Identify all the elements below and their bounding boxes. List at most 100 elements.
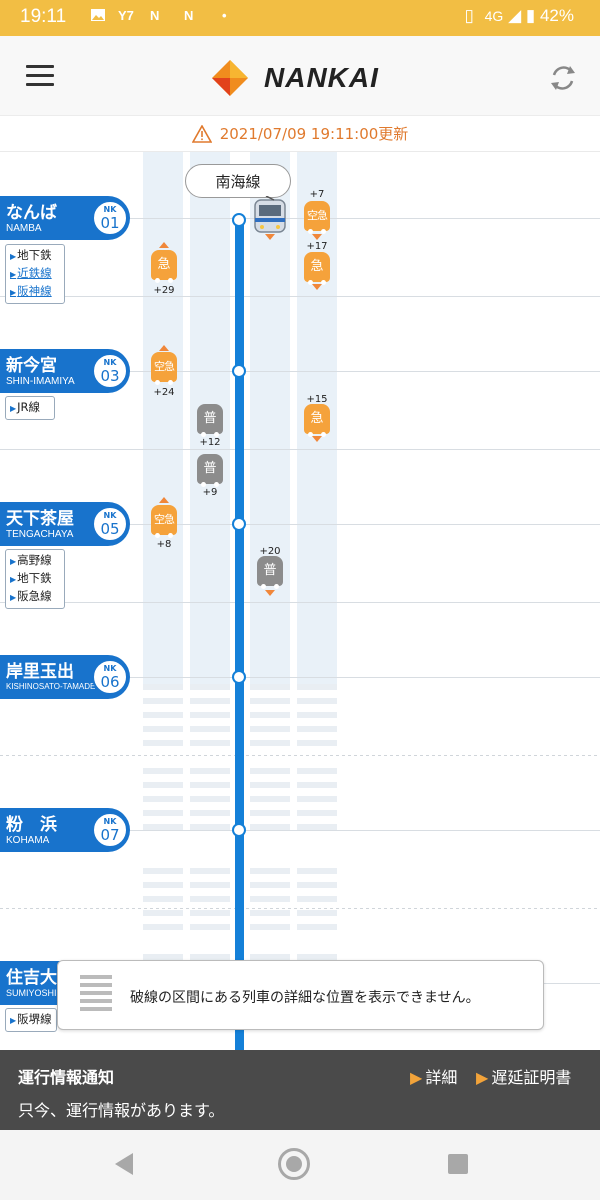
direction-arrow-icon — [159, 345, 169, 351]
refresh-icon[interactable] — [545, 60, 581, 96]
delay-minutes: +9 — [202, 487, 218, 498]
delay-minutes: +15 — [306, 394, 328, 405]
station-name-jp: なんば — [6, 203, 57, 223]
station-node — [232, 823, 246, 837]
delay-minutes: +17 — [306, 241, 328, 252]
transfer-line: JR線 — [10, 399, 50, 417]
transfer-lines: 高野線 地下鉄 阪急線 — [5, 549, 65, 609]
delay-certificate-label: 遅延証明書 — [491, 1068, 572, 1087]
section-line — [0, 755, 600, 756]
menu-icon[interactable] — [26, 65, 54, 87]
delay-minutes: +29 — [153, 285, 175, 296]
transfer-line: 地下鉄 — [10, 570, 60, 588]
transfer-line-link[interactable]: 阪神線 — [10, 283, 60, 301]
play-arrow-icon: ▶ — [410, 1068, 423, 1087]
station-name-jp: 天下茶屋 — [6, 509, 74, 529]
transfer-lines: JR線 — [5, 396, 55, 420]
delay-certificate-link[interactable]: ▶遅延証明書 — [476, 1064, 571, 1088]
station-name-en: KISHINOSATO-TAMADE — [6, 682, 96, 691]
status-bar: 19:11 Y7 N N • ▯ 4G ◢ ▮ 42% — [0, 0, 600, 36]
station-line — [0, 218, 600, 219]
station-node — [232, 364, 246, 378]
transfer-line-link[interactable]: 近鉄線 — [10, 265, 60, 283]
nankai-logo: NANKAI — [210, 58, 390, 98]
toast-message: 破線の区間にある列車の詳細な位置を表示できません。 — [130, 990, 480, 1006]
operation-info-bar: 運行情報通知 ▶詳細 ▶遅延証明書 只今、運行情報があります。 — [0, 1050, 600, 1130]
battery-level: 42% — [539, 6, 574, 25]
station-name-en: SUMIYOSHI TAISHA — [6, 988, 91, 998]
train-marker[interactable]: 空急 — [304, 201, 330, 235]
battery-icon: ▮ — [525, 6, 536, 25]
train-type: 普 — [203, 411, 217, 426]
direction-arrow-icon — [312, 436, 322, 442]
play-arrow-icon: ▶ — [476, 1068, 489, 1087]
info-toast[interactable]: 破線の区間にある列車の詳細な位置を表示できません。 — [57, 960, 544, 1030]
station-node — [232, 517, 246, 531]
transfer-lines: 阪堺線 — [5, 1008, 57, 1032]
transfer-lines: 地下鉄 近鉄線 阪神線 — [5, 244, 65, 304]
network-type: 4G — [484, 8, 504, 24]
station-line — [0, 677, 600, 678]
train-marker[interactable]: 空急 — [151, 505, 177, 539]
train-type: 急 — [310, 411, 324, 426]
nankai-logo-mark-icon — [212, 60, 248, 96]
transfer-line: 阪堺線 — [10, 1011, 52, 1029]
route-map: 南海線 +7 空急 +17 急 急 +29 空急 — [0, 152, 600, 1050]
station-name-en: KOHAMA — [6, 835, 50, 846]
update-banner: 2021/07/09 19:11:00更新 — [0, 116, 600, 152]
recents-icon[interactable] — [448, 1154, 468, 1174]
back-icon[interactable] — [115, 1153, 133, 1175]
delay-minutes: +20 — [259, 546, 281, 557]
update-timestamp: 2021/07/09 19:11:00更新 — [219, 125, 409, 143]
notification-icon: Y7 — [118, 8, 134, 23]
train-type: 普 — [263, 563, 277, 578]
train-marker[interactable]: 急 — [151, 250, 177, 284]
notification-icon: N — [150, 8, 160, 23]
track-line — [235, 218, 244, 1050]
train-marker[interactable]: 空急 — [151, 352, 177, 386]
train-position-icon[interactable] — [252, 195, 288, 240]
transfer-line: 阪急線 — [10, 588, 60, 606]
train-marker[interactable]: 急 — [304, 404, 330, 438]
direction-arrow-icon — [159, 497, 169, 503]
transfer-line: 高野線 — [10, 552, 60, 570]
status-time: 19:11 — [20, 6, 67, 27]
train-marker[interactable]: 急 — [304, 252, 330, 286]
direction-arrow-icon — [312, 234, 322, 240]
delay-minutes: +24 — [153, 387, 175, 398]
notification-icon: N — [184, 8, 194, 23]
warning-icon — [191, 124, 212, 143]
train-type: 空急 — [154, 360, 175, 373]
detail-link[interactable]: ▶詳細 — [410, 1064, 457, 1088]
train-marker[interactable]: 普 — [257, 556, 283, 590]
transfer-line: 地下鉄 — [10, 247, 60, 265]
image-icon — [90, 8, 106, 25]
delay-minutes: +8 — [156, 539, 172, 550]
station-name-jp: 粉 浜 — [6, 815, 57, 835]
station-node — [232, 670, 246, 684]
line-name: 南海線 — [215, 172, 261, 191]
home-icon[interactable] — [278, 1148, 310, 1180]
train-type: 空急 — [307, 209, 328, 222]
line-name-pill[interactable]: 南海線 — [185, 164, 291, 198]
station-name-en: SHIN-IMAMIYA — [6, 376, 75, 387]
notification-dot: • — [222, 8, 227, 23]
train-marker[interactable]: 普 — [197, 454, 223, 488]
station-name-en: NAMBA — [6, 223, 42, 234]
logo-text: NANKAI — [264, 62, 379, 93]
station-name-en: TENGACHAYA — [6, 529, 74, 540]
train-marker[interactable]: 普 — [197, 404, 223, 438]
station-line — [0, 371, 600, 372]
station-line — [0, 830, 600, 831]
direction-arrow-icon — [312, 284, 322, 290]
